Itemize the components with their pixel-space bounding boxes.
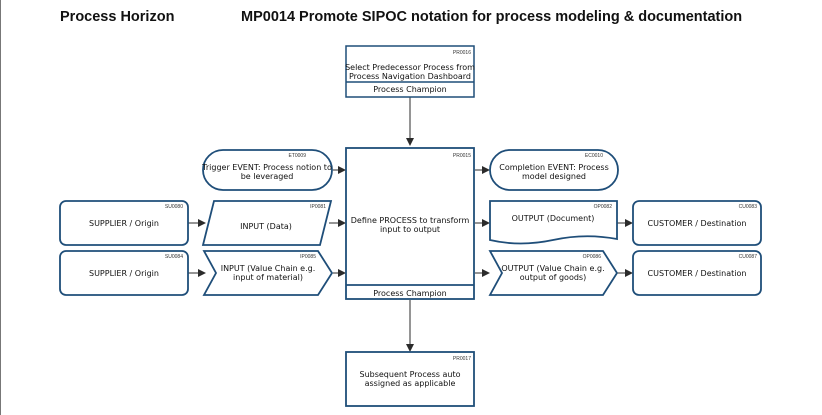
trigger-event-shape[interactable]: ET0009 Trigger EVENT: Process notion to … [201,149,333,191]
customer-1-label: CUSTOMER / Destination [648,219,747,228]
output-2-label-line1: OUTPUT (Value Chain e.g. [501,264,604,273]
input-2-label-line1: INPUT (Value Chain e.g. [221,264,316,273]
input-value-chain-shape[interactable]: IP0085 INPUT (Value Chain e.g. input of … [202,250,334,296]
customer-box-1[interactable]: CU0083 CUSTOMER / Destination [632,200,762,246]
output-1-label: OUTPUT (Document) [512,214,595,223]
completion-event-shape[interactable]: EC0010 Completion EVENT: Process model d… [489,149,619,191]
input-2-id: IP0085 [300,254,316,260]
app-title: Process Horizon [60,9,175,25]
supplier-box-2[interactable]: SU0084 SUPPLIER / Origin [59,250,189,296]
supplier-1-id: SU0080 [165,204,183,210]
page-border [0,0,1,415]
input-1-label: INPUT (Data) [240,222,292,231]
customer-2-label: CUSTOMER / Destination [648,269,747,278]
input-data-shape[interactable]: IP0081 INPUT (Data) [201,200,333,246]
predecessor-label-line2: Process Navigation Dashboard [349,72,471,81]
page-title: MP0014 Promote SIPOC notation for proces… [241,9,743,25]
completion-label-line1: Completion EVENT: Process [499,163,609,172]
input-2-label-line2: input of material) [233,273,303,282]
output-1-id: OP0082 [594,204,613,210]
predecessor-process-box[interactable]: PR0016 Select Predecessor Process from P… [345,45,475,98]
customer-box-2[interactable]: CU0087 CUSTOMER / Destination [632,250,762,296]
output-2-id: OP0086 [583,254,602,260]
main-process-label-line1: Define PROCESS to transform [351,216,470,225]
main-process-role: Process Champion [373,289,447,298]
subsequent-process-box[interactable]: PR0017 Subsequent Process auto assigned … [345,351,475,407]
subsequent-label-line1: Subsequent Process auto [359,370,460,379]
trigger-label-line1: Trigger EVENT: Process notion to [201,163,332,172]
main-process-id: PR0015 [453,153,471,159]
supplier-2-id: SU0084 [165,254,183,260]
supplier-1-label: SUPPLIER / Origin [89,219,159,228]
predecessor-label-line1: Select Predecessor Process from [345,63,475,72]
supplier-box-1[interactable]: SU0080 SUPPLIER / Origin [59,200,189,246]
main-process-label-line2: input to output [380,225,440,234]
output-2-label-line2: output of goods) [520,273,586,282]
predecessor-id: PR0016 [453,50,471,56]
trigger-label-line2: be leveraged [241,172,294,181]
predecessor-role: Process Champion [373,85,447,94]
customer-2-id: CU0087 [739,254,758,260]
completion-id: EC0010 [585,153,603,159]
input-1-id: IP0081 [310,204,326,210]
trigger-id: ET0009 [288,153,306,159]
subsequent-label-line2: assigned as applicable [365,379,456,388]
subsequent-id: PR0017 [453,356,471,362]
output-value-chain-shape[interactable]: OP0086 OUTPUT (Value Chain e.g. output o… [488,250,619,296]
customer-1-id: CU0083 [739,204,758,210]
completion-label-line2: model designed [522,172,586,181]
supplier-2-label: SUPPLIER / Origin [89,269,159,278]
output-document-shape[interactable]: OP0082 OUTPUT (Document) [489,200,618,245]
main-process-box[interactable]: PR0015 Define PROCESS to transform input… [345,147,475,300]
